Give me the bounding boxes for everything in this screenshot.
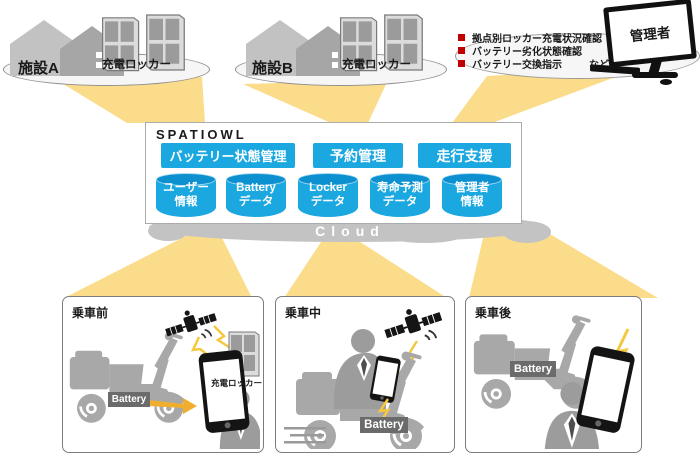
admin-label: 管理者 [629, 24, 672, 45]
function-battery-status-management: バッテリー状態管理 [161, 143, 295, 168]
beam-cloud-to-scene-1 [64, 236, 252, 298]
scene-3-art [472, 313, 636, 449]
function-reservation-management: 予約管理 [313, 143, 403, 168]
facility-a-locker-label: 充電ロッカー [102, 59, 171, 71]
db-label-line2: データ [382, 195, 418, 208]
monitor-screen: 管理者 [603, 0, 697, 68]
cylinder-top [156, 173, 216, 186]
beam-admin-to-platform [452, 66, 645, 123]
db-label-line2: 情報 [174, 195, 198, 208]
scene-after-riding: 乗車後 Battery [465, 296, 642, 453]
beam-cloud-to-scene-2 [284, 236, 447, 298]
db-user-info: ユーザー情報 [156, 173, 216, 217]
speed-lines-icon [284, 427, 326, 444]
smartphone-icon [575, 345, 636, 435]
mouse-icon [660, 79, 672, 85]
db-label-line2: 情報 [460, 195, 484, 208]
monitor-base [632, 72, 678, 78]
admin-task-2: バッテリー劣化状態確認 [458, 43, 582, 58]
admin-task-3: バッテリー交換指示 など [458, 56, 609, 71]
transfer-arrow-icon [149, 398, 197, 414]
battery-tag: Battery [510, 361, 556, 377]
admin-task-3-text: バッテリー交換指示 [472, 60, 562, 71]
beam-facility-a-to-platform [60, 77, 205, 123]
satellite-icon [379, 299, 445, 342]
scene-1-art [68, 301, 260, 449]
scene-2-title: 乗車中 [285, 306, 322, 320]
scene-1-locker-label: 充電ロッカー [211, 378, 263, 388]
db-label-line2: データ [310, 195, 346, 208]
db-life-prediction-data: 寿命予測データ [370, 173, 430, 217]
bullet-icon [458, 34, 465, 41]
signal-bolt-icon [213, 325, 233, 351]
beam-facility-b-to-platform [243, 80, 388, 123]
db-label-line1: ユーザー [163, 182, 209, 194]
platform-title: SPATIOWL [156, 127, 247, 142]
battery-tag: Battery [108, 392, 150, 407]
db-label-line1: 管理者 [454, 182, 490, 194]
function-driving-support: 走行支援 [418, 143, 511, 168]
facility-b-label: 施設B [252, 60, 293, 77]
db-label-line2: データ [238, 195, 274, 208]
scene-2-art [284, 299, 445, 449]
facility-a-label: 施設A [18, 60, 59, 77]
admin-monitor: 管理者 [589, 0, 698, 87]
cylinder-top [298, 173, 358, 186]
facility-b-locker-label: 充電ロッカー [342, 59, 411, 71]
db-label-line1: Battery [236, 182, 276, 194]
admin-task-1: 拠点別ロッカー充電状況確認 [458, 30, 602, 45]
db-label-line1: 寿命予測 [377, 182, 423, 194]
beam-cloud-to-scene-3 [469, 230, 658, 298]
battery-tag: Battery [360, 417, 408, 433]
smartphone-icon [198, 349, 251, 434]
scene-1-title: 乗車前 [72, 306, 109, 320]
bullet-icon [458, 60, 465, 67]
db-admin-info: 管理者情報 [442, 173, 502, 217]
scooter-icon [68, 330, 187, 425]
platform-box: SPATIOWL バッテリー状態管理 予約管理 走行支援 ユーザー情報 Batt… [145, 122, 522, 224]
cylinder-top [226, 173, 286, 186]
db-label-line1: Locker [309, 182, 347, 194]
scene-while-riding: 乗車中 Battery [275, 296, 455, 453]
cylinder-top [370, 173, 430, 186]
scene-before-riding: 乗車前 Battery 充電ロッカー [62, 296, 264, 453]
admin-task-2-text: バッテリー劣化状態確認 [472, 47, 582, 58]
scene-3-title: 乗車後 [475, 306, 512, 320]
rider-tie [361, 358, 367, 377]
cloud-label: Cloud [315, 223, 385, 239]
admin-task-1-text: 拠点別ロッカー充電状況確認 [472, 34, 602, 45]
cylinder-top [442, 173, 502, 186]
satellite-icon [160, 301, 219, 340]
bullet-icon [458, 47, 465, 54]
keyboard-icon [589, 64, 641, 75]
